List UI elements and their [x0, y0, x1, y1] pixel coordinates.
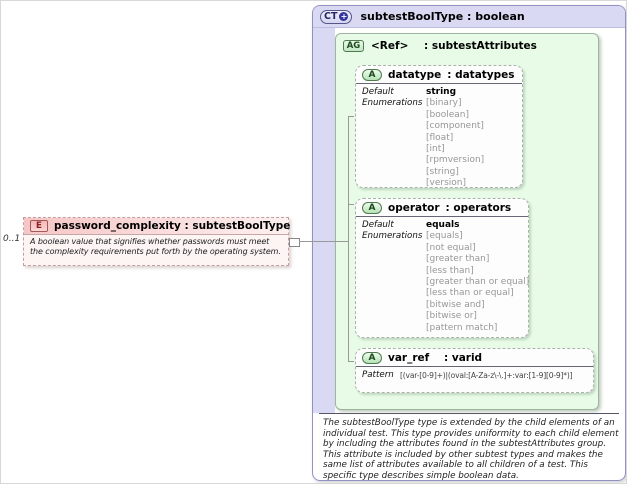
default-value: equals: [426, 220, 460, 230]
connector-handle: [289, 238, 300, 247]
attribute-type: : varid: [444, 351, 483, 364]
enum-value: [bitwise and]: [426, 299, 485, 310]
attribute-group-type: : subtestAttributes: [424, 40, 537, 52]
connector-branch-datatype: [349, 116, 354, 117]
element-box-password-complexity[interactable]: E password_complexity : subtestBoolType …: [23, 217, 291, 266]
attribute-name: operator: [388, 201, 440, 214]
connector-line-horizontal: [299, 241, 349, 242]
cardinality-label: 0..1: [3, 234, 21, 244]
element-badge-icon: E: [30, 220, 48, 232]
default-label: Default: [362, 87, 394, 97]
attribute-header: A datatype : datatypes: [356, 66, 522, 84]
element-description: A boolean value that signifies whether p…: [30, 237, 281, 257]
enum-value: [less than]: [426, 265, 474, 276]
enum-value: [greater than]: [426, 254, 490, 265]
attribute-header: A var_ref : varid: [356, 349, 593, 367]
complex-type-header[interactable]: CT + subtestBoolType : boolean: [313, 6, 625, 28]
attribute-name: var_ref: [388, 351, 430, 364]
attribute-box-var-ref[interactable]: A var_ref : varid Pattern [(var-[0-9]+)|…: [355, 348, 594, 393]
facet-labels: Default Enumerations: [362, 87, 426, 190]
attribute-type: : datatypes: [447, 68, 515, 81]
enumerations-label: Enumerations: [362, 231, 423, 242]
element-header: E password_complexity : subtestBoolType: [24, 218, 291, 235]
attribute-group-header: AG <Ref> : subtestAttributes: [336, 34, 598, 52]
connector-trunk-vertical: [348, 116, 349, 362]
attribute-box-datatype[interactable]: A datatype : datatypes Default Enumerati…: [355, 65, 523, 188]
enum-value: [pattern match]: [426, 322, 498, 333]
enum-value: [rpmversion]: [426, 155, 485, 166]
attribute-badge-icon: A: [362, 351, 382, 364]
attribute-facets: Default Enumerations equals [equals][not…: [356, 217, 529, 334]
enum-value: [version]: [426, 178, 466, 189]
default-value: string: [426, 87, 457, 97]
enumeration-list: [binary][boolean][component][float][int]…: [426, 98, 522, 189]
enum-value: [less than or equal]: [426, 288, 514, 299]
attribute-type: : operators: [445, 201, 512, 214]
enum-value: [string]: [426, 166, 459, 177]
complex-type-title: subtestBoolType : boolean: [360, 10, 525, 23]
plus-icon: +: [339, 12, 349, 21]
attribute-name: datatype: [388, 68, 442, 81]
enum-value: [float]: [426, 132, 454, 143]
facet-values: string [binary][boolean][component][floa…: [426, 87, 522, 190]
pattern-value: [(var-[0-9]+)|(oval:[A-Za-z\-\.]+:var:[1…: [400, 370, 573, 380]
enum-value: [greater than or equal]: [426, 276, 530, 287]
pattern-label: Pattern: [362, 370, 394, 380]
connector-branch-varref: [349, 361, 354, 362]
enum-value: [binary]: [426, 98, 462, 109]
enumerations-label: Enumerations: [362, 98, 423, 109]
enum-value: [component]: [426, 121, 484, 132]
element-title: password_complexity : subtestBoolType: [54, 220, 291, 232]
enum-value: [not equal]: [426, 242, 476, 253]
enum-value: [int]: [426, 143, 445, 154]
attribute-group-badge-icon: AG: [343, 40, 364, 52]
facet-values: equals [equals][not equal][greater than]…: [426, 220, 529, 334]
attribute-facets: Default Enumerations string [binary][boo…: [356, 84, 522, 190]
complex-type-badge-label: CT: [324, 11, 338, 22]
panel-left-gutter: [313, 28, 335, 413]
enumeration-list: [equals][not equal][greater than][less t…: [426, 231, 529, 334]
type-footnote: The subtestBoolType type is extended by …: [323, 418, 619, 481]
complex-type-panel: CT + subtestBoolType : boolean AG <Ref> …: [312, 5, 626, 481]
complex-type-badge-icon: CT +: [320, 9, 353, 24]
attribute-group-name: <Ref>: [371, 40, 409, 52]
enum-value: [equals]: [426, 231, 463, 242]
enum-value: [boolean]: [426, 109, 470, 120]
footnote-divider: [319, 413, 619, 414]
attribute-facets: Pattern [(var-[0-9]+)|(oval:[A-Za-z\-\.]…: [356, 367, 593, 380]
connector-branch-operator: [349, 204, 354, 205]
facet-labels: Default Enumerations: [362, 220, 426, 334]
enum-value: [bitwise or]: [426, 311, 477, 322]
attribute-box-operator[interactable]: A operator : operators Default Enumerati…: [355, 198, 529, 338]
attribute-badge-icon: A: [362, 68, 382, 81]
attribute-badge-icon: A: [362, 201, 382, 214]
attribute-header: A operator : operators: [356, 199, 528, 217]
attribute-group-box[interactable]: AG <Ref> : subtestAttributes A datatype …: [335, 33, 599, 410]
default-label: Default: [362, 220, 394, 230]
